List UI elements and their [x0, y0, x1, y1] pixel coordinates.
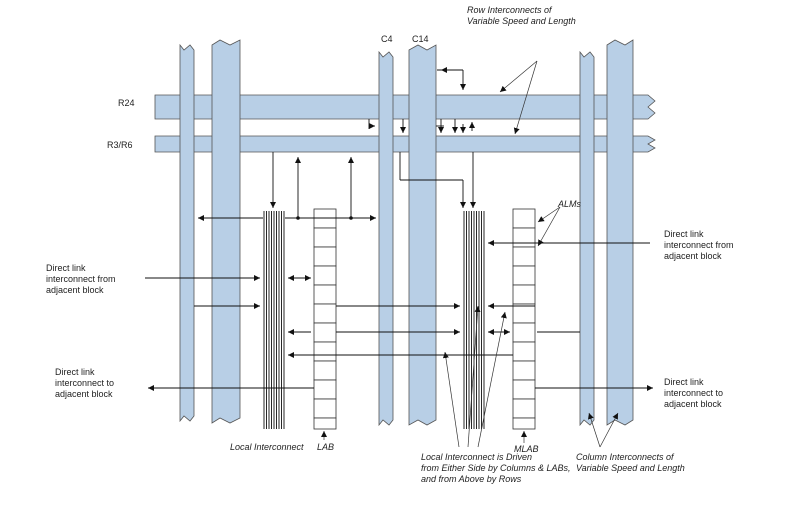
direct-from-left-line3: adjacent block: [46, 285, 104, 295]
column-bus-c14: [408, 44, 437, 426]
column-row-switch: [368, 67, 475, 133]
row-note-line2: Variable Speed and Length: [467, 16, 576, 26]
direct-from-right-line1: Direct link: [664, 229, 704, 239]
row-interconnects-note: Row Interconnects of Variable Speed and …: [467, 5, 576, 26]
local-interconnect-label: Local Interconnect: [230, 442, 304, 452]
column-note-line2: Variable Speed and Length: [576, 463, 685, 473]
local-driven-note: Local Interconnect is Driven from Either…: [421, 452, 573, 484]
direct-from-right-line2: interconnect from: [664, 240, 734, 250]
direct-from-right-label: Direct link interconnect from adjacent b…: [664, 229, 736, 261]
column-note-line1: Column Interconnects of: [576, 452, 675, 462]
direct-to-right-label: Direct link interconnect to adjacent blo…: [664, 377, 726, 409]
direct-to-right-line3: adjacent block: [664, 399, 722, 409]
r3r6-label: R3/R6: [107, 140, 133, 150]
direct-to-left-line1: Direct link: [55, 367, 95, 377]
column-interconnects-note: Column Interconnects of Variable Speed a…: [576, 452, 685, 473]
direct-from-right-line3: adjacent block: [664, 251, 722, 261]
label-pointers: [321, 60, 619, 448]
direct-to-left-line2: interconnect to: [55, 378, 114, 388]
direct-to-left-line3: adjacent block: [55, 389, 113, 399]
c4-label: C4: [381, 34, 393, 44]
lab-label: LAB: [317, 442, 334, 452]
direct-to-right-line2: interconnect to: [664, 388, 723, 398]
column-bus-4: [606, 39, 634, 426]
horizontal-links: [145, 215, 653, 391]
local-driven-line2: from Either Side by Columns & LABs,: [421, 463, 571, 473]
column-bus-c4: [378, 50, 394, 427]
row-note-line1: Row Interconnects of: [467, 5, 553, 15]
direct-to-right-line1: Direct link: [664, 377, 704, 387]
local-driven-line3: and from Above by Rows: [421, 474, 522, 484]
direct-from-left-label: Direct link interconnect from adjacent b…: [46, 263, 118, 295]
mlab-block: [512, 208, 536, 430]
mlab-label: MLAB: [514, 444, 539, 454]
lab-block: [313, 208, 337, 430]
alms-label: ALMs: [557, 199, 582, 209]
local-driven-line1: Local Interconnect is Driven: [421, 452, 532, 462]
column-bus-1: [179, 43, 195, 423]
c14-label: C14: [412, 34, 429, 44]
column-bus-3: [579, 50, 595, 427]
direct-from-left-line2: interconnect from: [46, 274, 116, 284]
local-interconnect-right: [463, 211, 485, 429]
direct-from-left-line1: Direct link: [46, 263, 86, 273]
local-interconnect-left: [263, 211, 285, 429]
column-bus-2: [211, 39, 241, 424]
row-to-local-connections: [270, 152, 476, 218]
direct-to-left-label: Direct link interconnect to adjacent blo…: [55, 367, 117, 399]
r24-label: R24: [118, 98, 135, 108]
